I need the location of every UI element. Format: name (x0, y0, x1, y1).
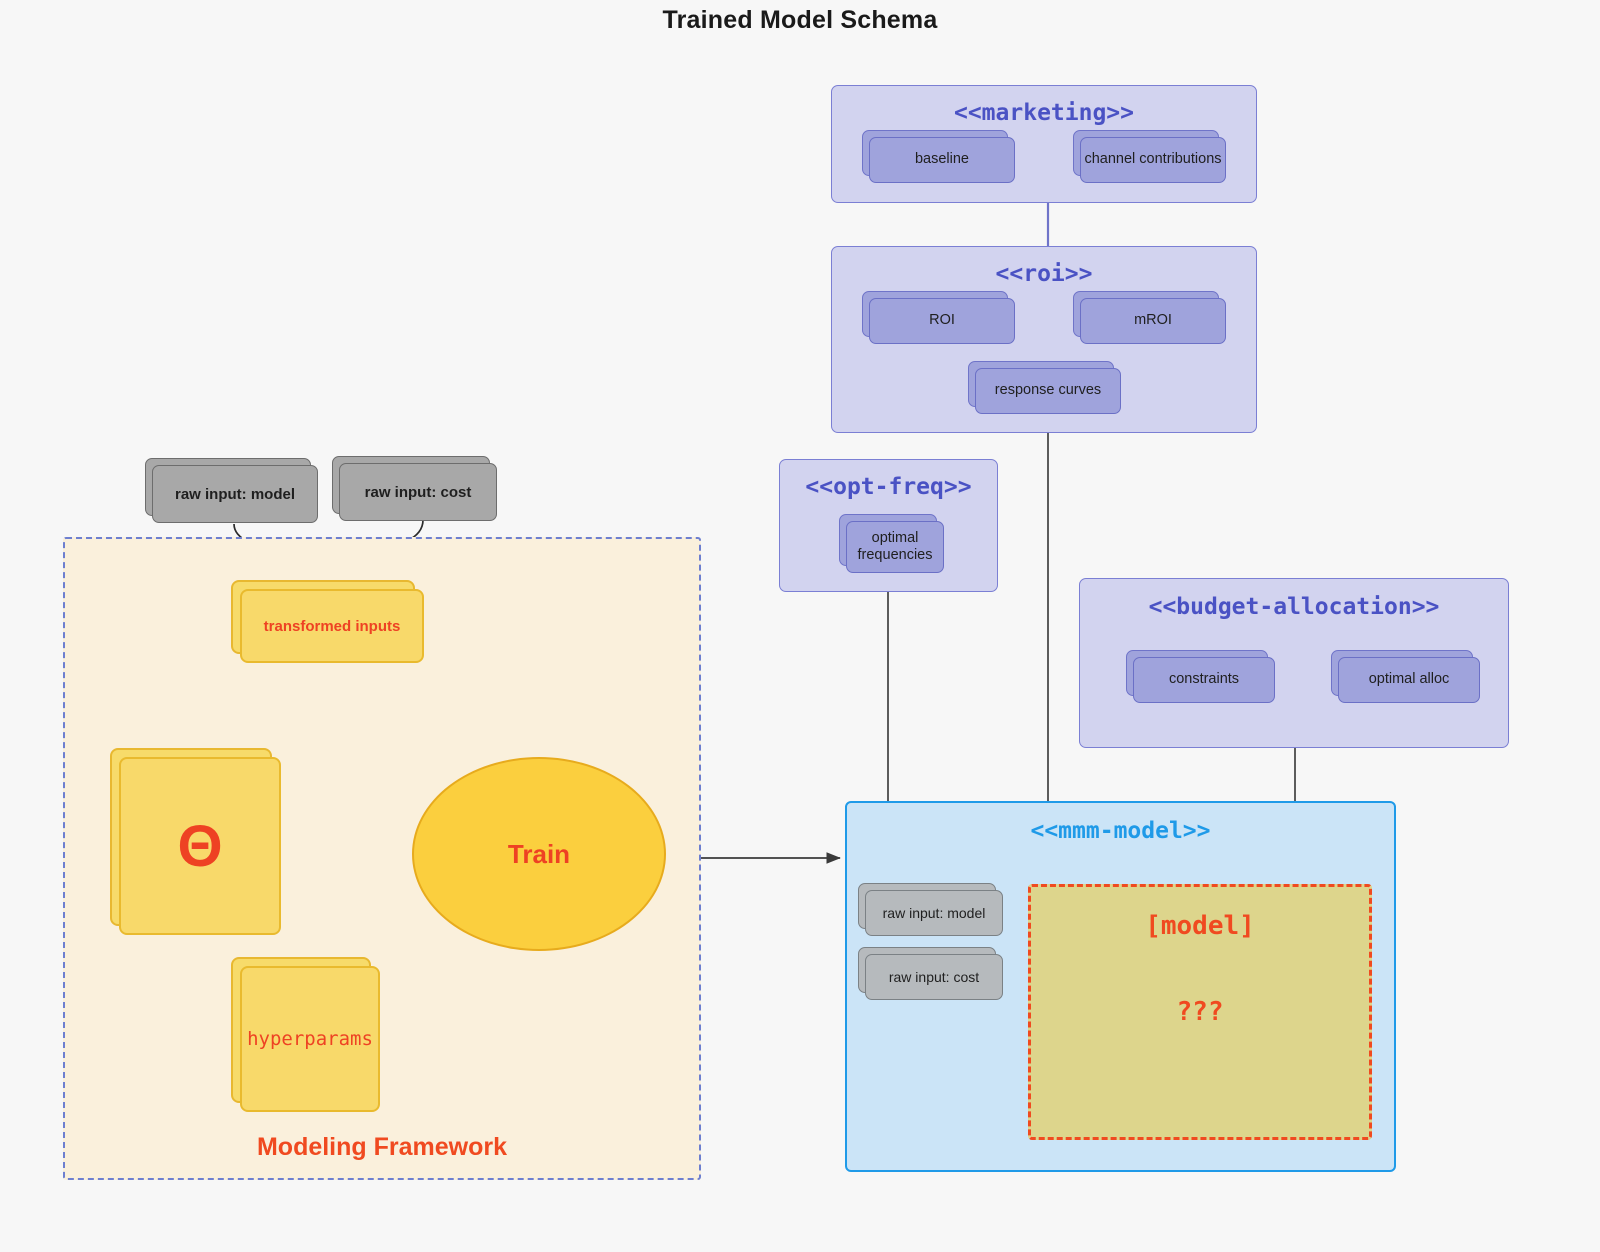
node-response-curves[interactable]: response curves (968, 361, 1121, 414)
node-theta[interactable]: Θ (110, 748, 281, 935)
package-marketing-stereotype: <<marketing>> (953, 100, 1134, 126)
modeling-framework-label: Modeling Framework (256, 1133, 508, 1161)
page-title: Trained Model Schema (662, 6, 938, 34)
package-budget-allocation-stereotype: <<budget-allocation>> (1148, 594, 1440, 620)
node-hyperparams[interactable]: hyperparams (231, 957, 380, 1112)
node-raw-input-model[interactable]: raw input: model (145, 458, 318, 523)
node-mmm-raw-input-cost-label: raw input: cost (865, 954, 1003, 1000)
package-roi-stereotype: <<roi>> (995, 261, 1093, 287)
node-response-curves-label: response curves (975, 368, 1121, 414)
node-theta-label: Θ (119, 757, 281, 935)
node-optimal-alloc[interactable]: optimal alloc (1331, 650, 1480, 703)
node-raw-input-cost[interactable]: raw input: cost (332, 456, 497, 521)
node-mmm-raw-input-model-label: raw input: model (865, 890, 1003, 936)
node-mmm-raw-input-cost[interactable]: raw input: cost (858, 947, 1003, 1000)
node-channel-contributions[interactable]: channel contributions (1073, 130, 1226, 183)
train-label: Train (507, 838, 571, 869)
node-mroi-label: mROI (1080, 298, 1226, 344)
model-placeholder-label: [model] (1145, 911, 1255, 941)
node-baseline-label: baseline (869, 137, 1015, 183)
node-baseline[interactable]: baseline (862, 130, 1015, 183)
node-transformed-inputs[interactable]: transformed inputs (231, 580, 424, 663)
node-raw-input-cost-label: raw input: cost (339, 463, 497, 521)
node-constraints[interactable]: constraints (1126, 650, 1275, 703)
train-activity[interactable]: Train (412, 757, 666, 951)
node-transformed-inputs-label: transformed inputs (240, 589, 424, 663)
node-roi-label: ROI (869, 298, 1015, 344)
node-raw-input-model-label: raw input: model (152, 465, 318, 523)
node-channel-contributions-label: channel contributions (1080, 137, 1226, 183)
node-optimal-alloc-label: optimal alloc (1338, 657, 1480, 703)
node-hyperparams-label: hyperparams (240, 966, 380, 1112)
model-unknown-label: ??? (1176, 997, 1224, 1027)
model-placeholder-box[interactable]: [model] ??? (1028, 884, 1372, 1140)
node-mmm-raw-input-model[interactable]: raw input: model (858, 883, 1003, 936)
package-opt-freq-stereotype: <<opt-freq>> (805, 474, 972, 500)
node-roi[interactable]: ROI (862, 291, 1015, 344)
node-optimal-frequencies[interactable]: optimal frequencies (839, 514, 944, 573)
node-optimal-frequencies-label: optimal frequencies (846, 521, 944, 573)
node-constraints-label: constraints (1133, 657, 1275, 703)
node-mroi[interactable]: mROI (1073, 291, 1226, 344)
package-mmm-model-stereotype: <<mmm-model>> (1030, 818, 1211, 844)
